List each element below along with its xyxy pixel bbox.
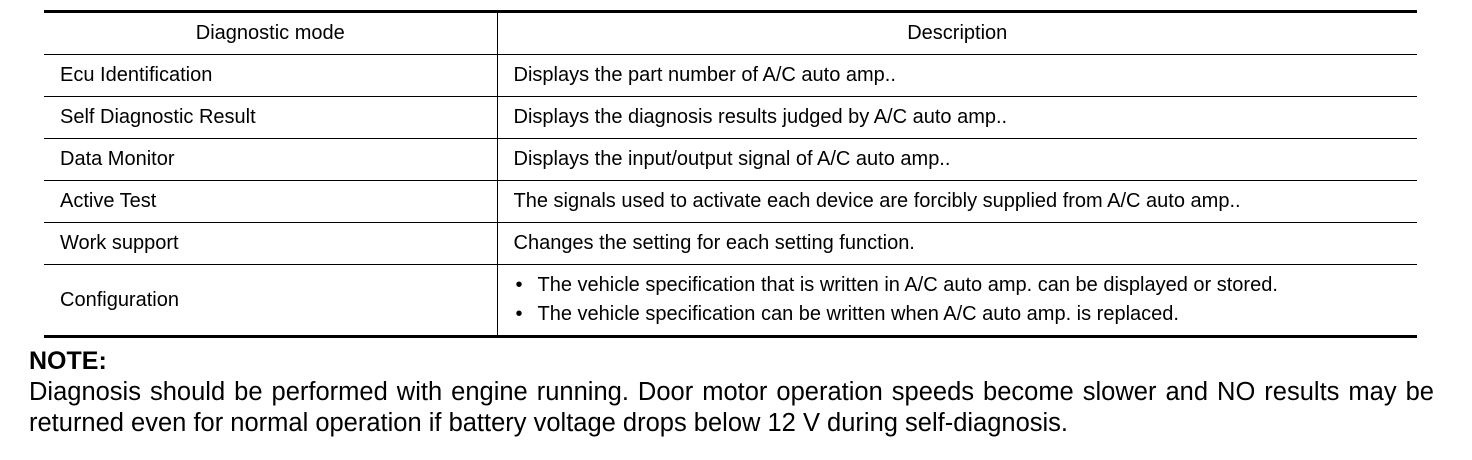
diagnostic-mode-table-wrap: Diagnostic mode Description Ecu Identifi… — [44, 10, 1417, 338]
mode-cell: Configuration — [44, 264, 497, 337]
description-cell: Displays the diagnosis results judged by… — [496, 96, 1417, 139]
description-cell: The signals used to activate each device… — [496, 180, 1417, 223]
mode-cell: Ecu Identification — [44, 54, 497, 97]
description-cell: The vehicle specification that is writte… — [496, 264, 1418, 337]
mode-cell: Data Monitor — [44, 138, 497, 181]
mode-cell: Work support — [44, 222, 497, 265]
table-row: Configuration The vehicle specification … — [44, 264, 1418, 337]
header-diagnostic-mode: Diagnostic mode — [44, 11, 497, 55]
table-row: Work support Changes the setting for eac… — [44, 222, 1417, 265]
mode-cell: Self Diagnostic Result — [44, 96, 497, 139]
mode-cell: Active Test — [44, 180, 497, 223]
table-row: Active Test The signals used to activate… — [44, 180, 1417, 223]
description-cell: Displays the part number of A/C auto amp… — [496, 54, 1417, 97]
table-row: Self Diagnostic Result Displays the diag… — [44, 96, 1417, 139]
table-row: Ecu Identification Displays the part num… — [44, 54, 1417, 97]
diagnostic-mode-table: Diagnostic mode Description Ecu Identifi… — [44, 10, 1417, 338]
table-header-row: Diagnostic mode Description — [44, 11, 1417, 55]
description-cell: Displays the input/output signal of A/C … — [496, 138, 1417, 181]
note-label: NOTE: — [29, 347, 107, 375]
bullet-list: The vehicle specification that is writte… — [514, 271, 1418, 329]
bullet-item: The vehicle specification that is writte… — [514, 271, 1418, 300]
table-row: Data Monitor Displays the input/output s… — [44, 138, 1417, 181]
header-description: Description — [496, 11, 1417, 55]
description-cell: Changes the setting for each setting fun… — [496, 222, 1417, 265]
note-block: NOTE: Diagnosis should be performed with… — [29, 345, 1434, 439]
bullet-item: The vehicle specification can be written… — [514, 300, 1418, 329]
note-text: Diagnosis should be performed with engin… — [29, 378, 1434, 437]
